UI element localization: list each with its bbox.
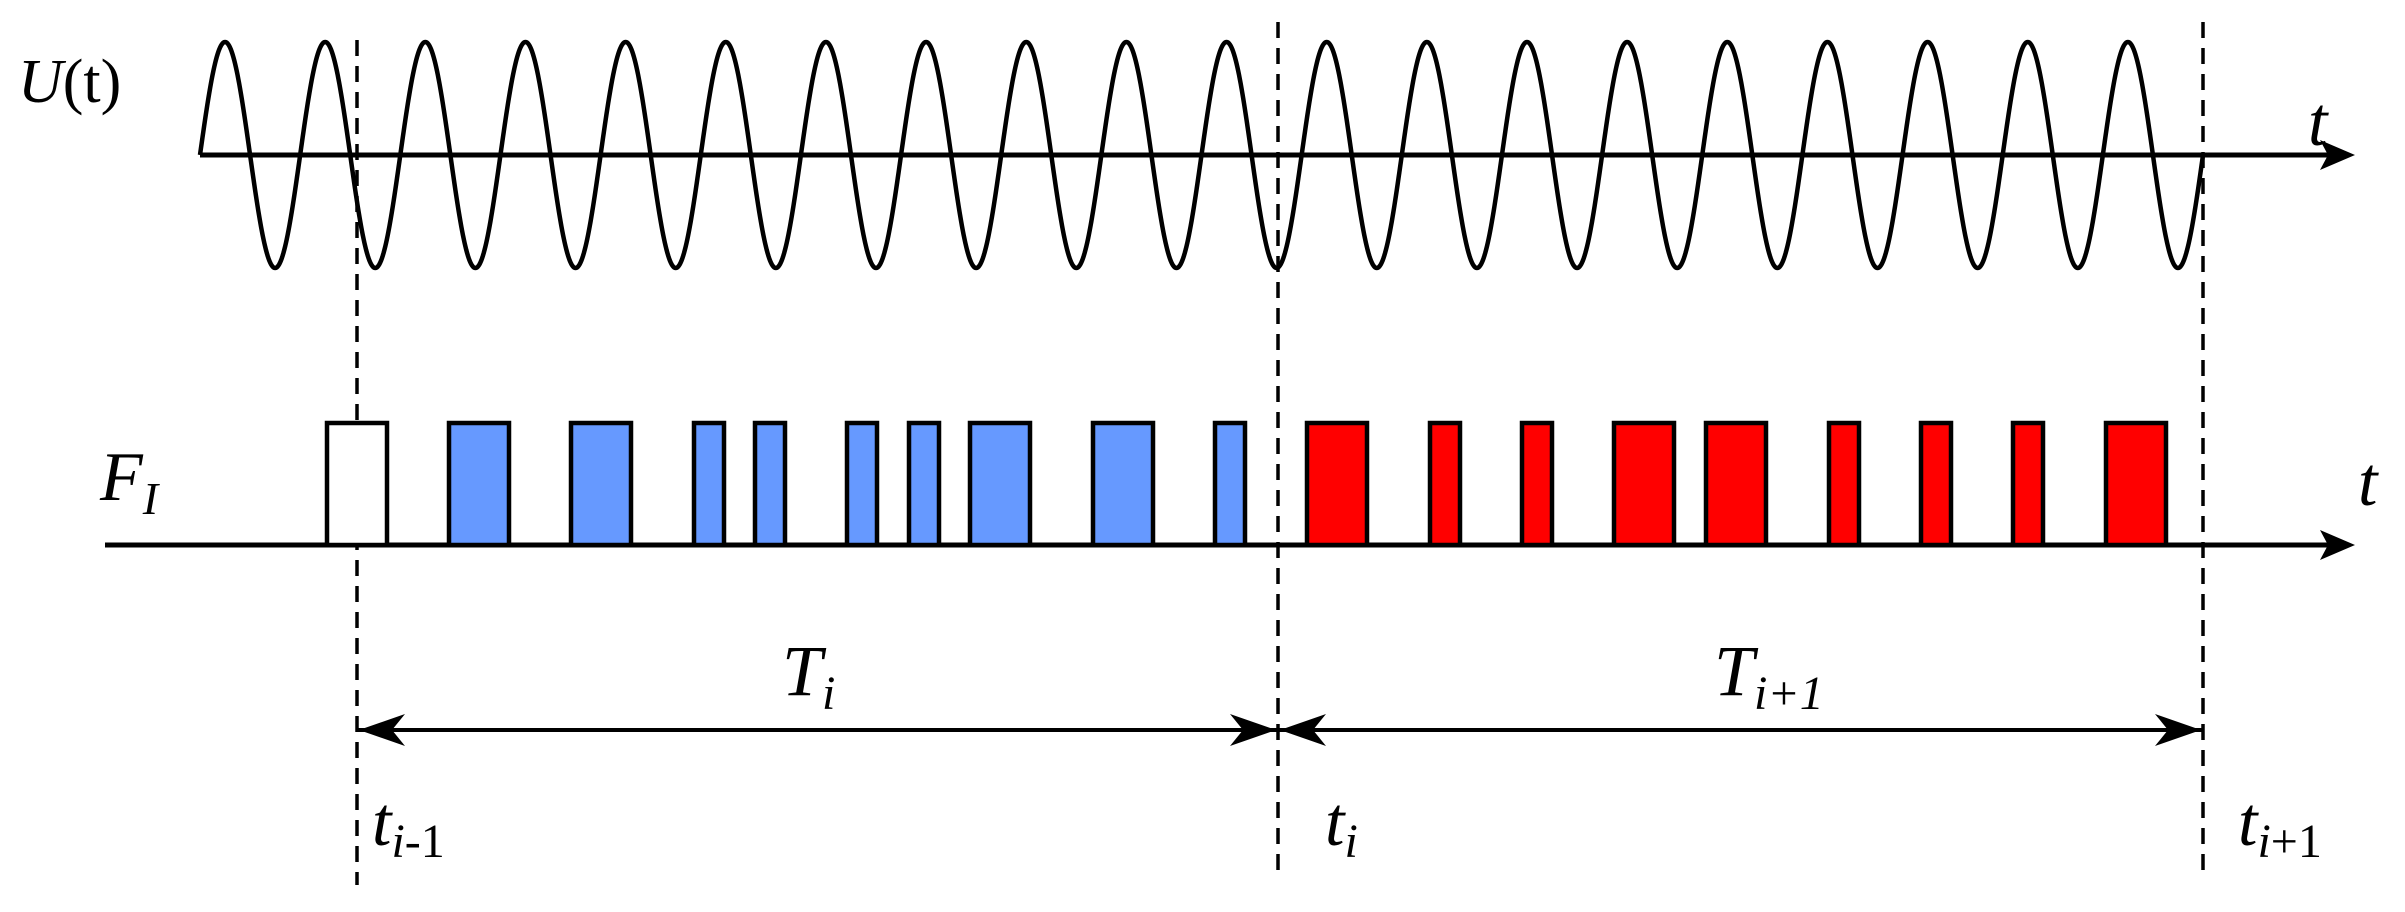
- pulse-interval-i-plus-1: [1304, 420, 1370, 548]
- signal-label-var: U: [18, 48, 67, 116]
- t-prev-label-sub-rest: -1: [405, 815, 445, 868]
- signal-label: U(t): [18, 48, 121, 116]
- pulse-interval-i: [691, 420, 727, 548]
- pulse-interval-i: [446, 420, 512, 548]
- pulse-train-label-main: F: [99, 439, 144, 516]
- t-prev-label: ti-1: [372, 784, 445, 868]
- t-prev-label-main: t: [372, 784, 393, 861]
- pulse-train-label: FI: [99, 439, 161, 524]
- top-axis-label: t: [2308, 84, 2329, 161]
- top-axis-arrowhead: [2320, 140, 2355, 170]
- bottom-axis-arrowhead: [2320, 530, 2355, 560]
- interval-i-plus-1-label-sub: i+1: [1754, 667, 1824, 720]
- pulse-interval-i-plus-1: [1918, 420, 1954, 548]
- pulse-interval-i-plus-1: [2010, 420, 2046, 548]
- pulse-train: [324, 420, 2169, 548]
- signal-label-arg: (t): [63, 48, 122, 116]
- pulse-interval-i-plus-1: [1703, 420, 1769, 548]
- pulse-interval-i-plus-1: [1611, 420, 1677, 548]
- pulse-interval-i: [752, 420, 788, 548]
- interval-i-plus-1-arrowhead-right: [2155, 714, 2201, 746]
- pulse-interval-i-plus-1: [1519, 420, 1555, 548]
- pulse-interval-i: [1212, 420, 1248, 548]
- t-i-label: ti: [1325, 784, 1358, 868]
- interval-i-arrowhead-left: [359, 714, 405, 746]
- pulse-interval-i: [568, 420, 634, 548]
- t-next-label: ti+1: [2238, 784, 2322, 868]
- t-next-label-sub-i: i: [2257, 815, 2270, 868]
- signal-waveform: [197, 39, 2206, 271]
- pulse-interval-i-plus-1: [1826, 420, 1862, 548]
- t-prev-label-sub-i: i: [391, 815, 404, 868]
- pulse-interval-i: [967, 420, 1033, 548]
- pulse-train-label-sub: I: [142, 473, 161, 524]
- pulse-interval-i: [844, 420, 880, 548]
- pulse-interval-i-plus-1: [2103, 420, 2169, 548]
- interval-i-plus-1-arrowhead-left: [1280, 714, 1326, 746]
- interval-i-plus-1-label: Ti+1: [1714, 631, 1824, 720]
- interval-i-label-main: T: [782, 631, 827, 711]
- t-i-label-sub: i: [1344, 815, 1357, 868]
- interval-i-label-sub: i: [822, 667, 835, 720]
- interval-i-plus-1-label-sub-text: i+1: [1754, 667, 1824, 720]
- interval-i-label: Ti: [782, 631, 835, 720]
- bottom-axis-label: t: [2358, 444, 2379, 521]
- pulse-interval-i-plus-1: [1427, 420, 1463, 548]
- t-i-label-main: t: [1325, 784, 1346, 861]
- interval-i-plus-1-label-main: T: [1714, 631, 1759, 711]
- pulse-initial: [324, 420, 390, 548]
- t-next-label-sub-rest: +1: [2271, 815, 2322, 868]
- pulse-interval-i: [1090, 420, 1156, 548]
- interval-i-arrowhead-right: [1230, 714, 1276, 746]
- pulse-interval-i: [906, 420, 942, 548]
- t-next-label-main: t: [2238, 784, 2259, 861]
